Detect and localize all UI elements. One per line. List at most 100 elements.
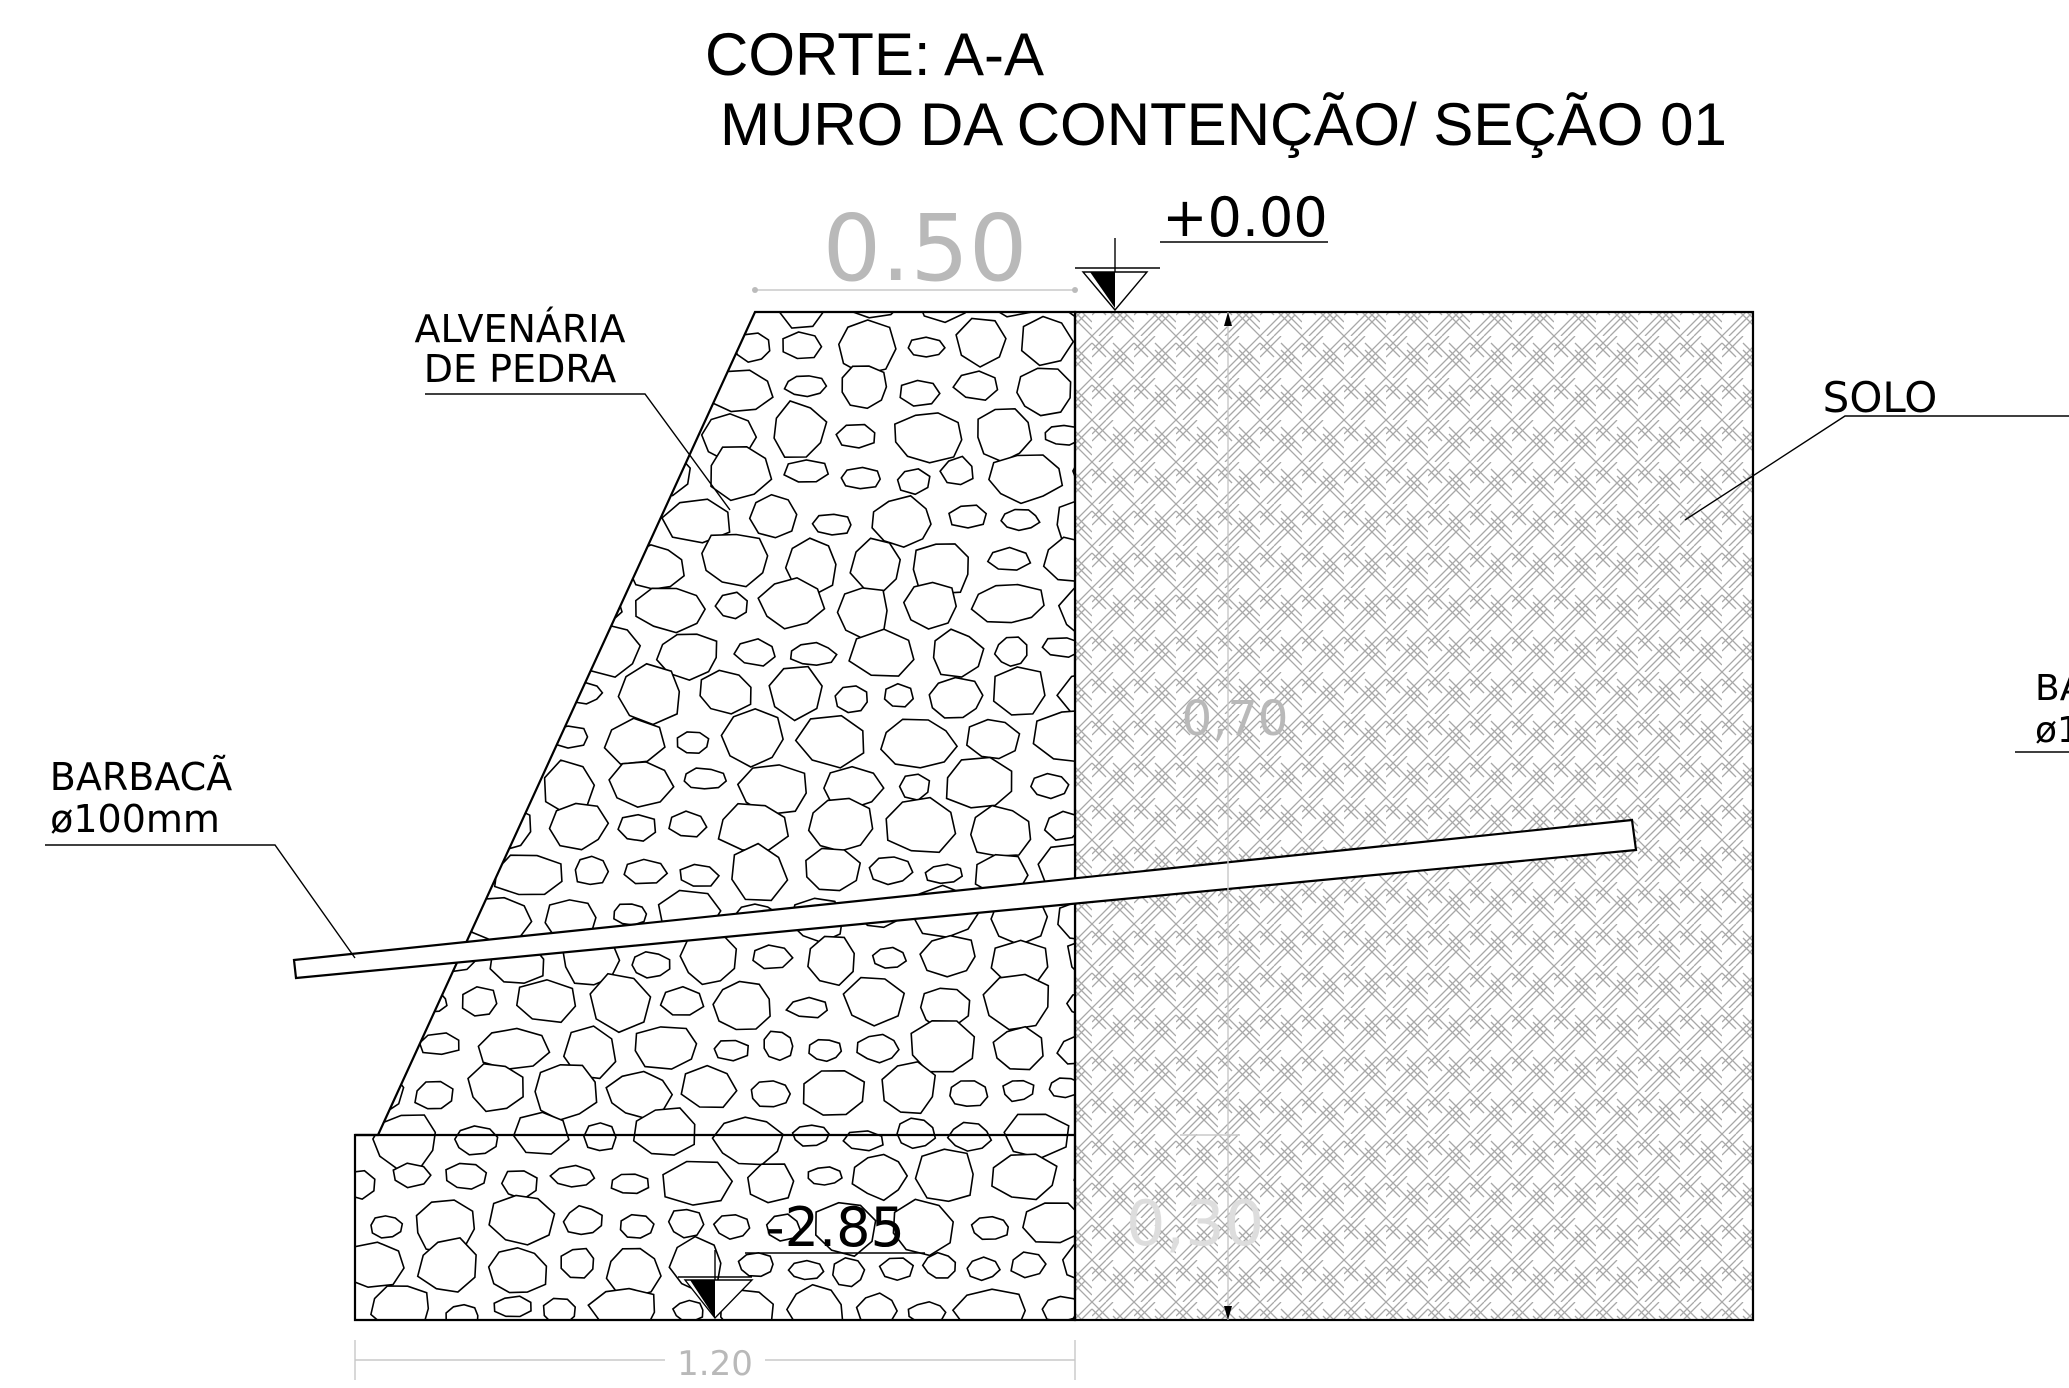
soil-leader-line: [1684, 415, 2069, 521]
masonry-stone: [1056, 1034, 1075, 1065]
bottom-level-marker: [678, 1250, 925, 1320]
masonry-stone: [699, 669, 752, 715]
masonry-stone: [1029, 772, 1070, 800]
masonry-stone: [477, 1027, 551, 1070]
masonry-stone: [464, 709, 534, 763]
masonry-stone: [840, 466, 882, 490]
masonry-stone: [487, 1246, 548, 1294]
masonry-stone: [881, 1060, 937, 1115]
masonry-stone: [508, 582, 566, 630]
masonry-stone: [748, 493, 798, 539]
masonry-stone: [501, 490, 557, 546]
masonry-stone: [848, 628, 915, 677]
masonry-stone: [834, 685, 869, 714]
masonry-stone: [355, 375, 382, 395]
masonry-stone: [461, 985, 498, 1017]
masonry-stone: [713, 1039, 750, 1062]
masonry-stone: [548, 802, 610, 851]
masonry-stone: [782, 331, 823, 360]
masonry-stone: [493, 854, 563, 896]
masonry-stone: [355, 636, 385, 667]
masonry-stone: [837, 319, 897, 375]
masonry-stone: [610, 1173, 650, 1195]
masonry-stone: [785, 996, 829, 1019]
masonry-stone: [1065, 991, 1075, 1018]
masonry-stone: [589, 972, 652, 1034]
masonry-stone: [902, 581, 958, 630]
masonry-stone: [893, 412, 963, 464]
masonry-stone: [659, 985, 705, 1016]
masonry-stone: [970, 1215, 1010, 1241]
footing-height-dimension: 0,30: [1126, 1187, 1264, 1260]
masonry-stone: [763, 1030, 794, 1062]
masonry-stone: [355, 467, 385, 490]
masonry-stone: [811, 513, 852, 536]
masonry-stone: [794, 714, 865, 769]
masonry-stone: [711, 1116, 784, 1166]
masonry-stone: [370, 1036, 405, 1067]
masonry-stone: [495, 408, 566, 463]
masonry-stone: [1042, 536, 1075, 583]
masonry-stone: [855, 1292, 899, 1320]
masonry-stone: [370, 1285, 430, 1320]
masonry-stone: [970, 583, 1045, 624]
masonry-stone: [667, 1208, 705, 1239]
drain-label-line2: ø100mm: [50, 797, 220, 841]
masonry-stone: [369, 685, 411, 707]
masonry-stone: [714, 591, 749, 620]
masonry-stone: [808, 1038, 843, 1063]
masonry-stone: [898, 773, 931, 801]
masonry-stone: [783, 459, 830, 483]
masonry-stone: [617, 662, 681, 726]
masonry-stone: [613, 903, 648, 926]
masonry-stone: [586, 554, 621, 579]
masonry-stone: [445, 1303, 479, 1320]
masonry-stone: [1061, 1241, 1075, 1284]
masonry-stone: [587, 1287, 656, 1320]
top-width-dimension: 0.50: [823, 195, 1028, 302]
masonry-stone: [418, 1032, 460, 1056]
masonry-stone: [899, 379, 941, 407]
masonry-stone: [355, 895, 406, 946]
masonry-stone: [969, 804, 1032, 857]
masonry-stone: [835, 423, 876, 449]
masonry-stone: [868, 856, 914, 886]
masonry-stone: [583, 1122, 617, 1152]
drain-pipe: [292, 818, 1638, 980]
masonry-stone: [1020, 315, 1075, 367]
masonry-stone: [500, 1170, 538, 1201]
masonry-stone: [712, 1213, 751, 1241]
masonry-stone: [355, 795, 403, 851]
masonry-stone: [885, 796, 957, 854]
top-level-marker: [1075, 238, 1328, 312]
masonry-stone: [369, 327, 416, 353]
masonry-stone: [851, 1153, 909, 1202]
masonry-stone: [1056, 497, 1075, 551]
masonry-stone: [603, 717, 666, 765]
masonry-stone: [1022, 1202, 1075, 1244]
masonry-stone: [414, 1080, 454, 1110]
masonry-stone: [515, 978, 577, 1024]
masonry-stone: [488, 1194, 556, 1246]
masonry-stone: [879, 718, 959, 769]
masonry-stone: [907, 336, 946, 358]
bottom-level-label: -2.85: [765, 1196, 905, 1259]
masonry-stone: [428, 674, 494, 722]
masonry-stone: [992, 666, 1046, 716]
masonry-stone: [660, 498, 731, 544]
masonry-stone: [370, 1215, 404, 1239]
masonry-stone: [977, 407, 1033, 463]
masonry-stone: [415, 898, 452, 927]
masonry-stone: [787, 1259, 825, 1281]
masonry-stone: [907, 1300, 947, 1320]
masonry-stone: [765, 1213, 802, 1242]
masonry-stone: [623, 858, 669, 885]
masonry-stone: [668, 810, 708, 838]
masonry-stone: [574, 855, 610, 886]
masonry-stone: [534, 1063, 598, 1121]
masonry-stone: [993, 636, 1028, 668]
masonry-stone: [507, 685, 546, 715]
masonry-stone: [921, 1251, 957, 1279]
masonry-stone: [914, 312, 970, 324]
masonry-stone: [946, 1121, 993, 1152]
